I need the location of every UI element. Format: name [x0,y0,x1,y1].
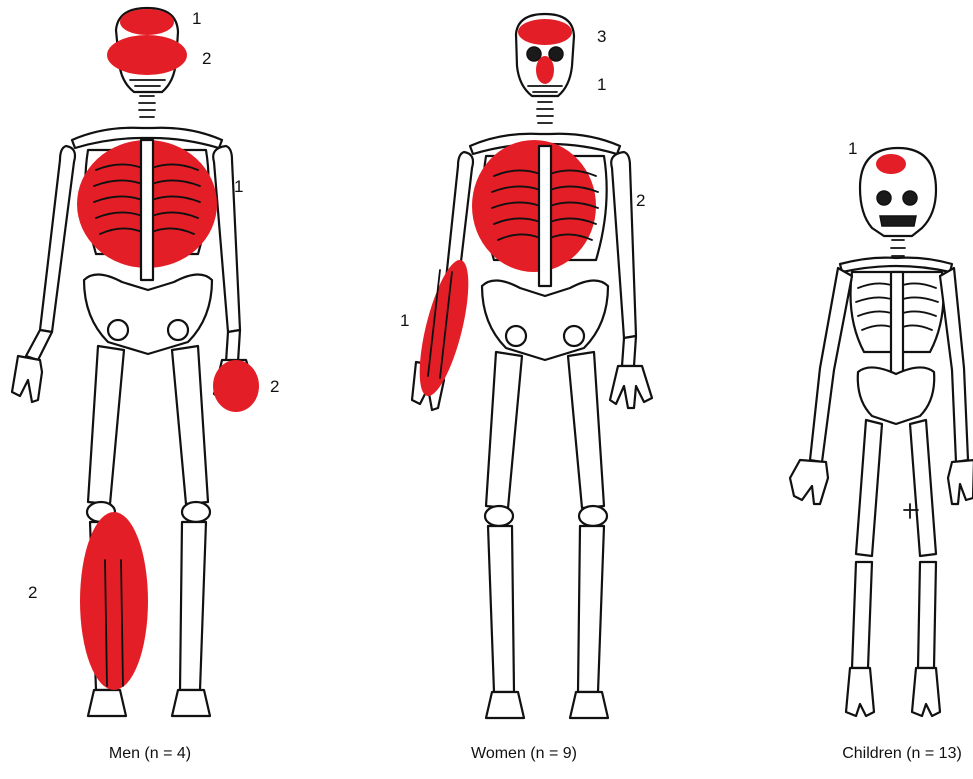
women-lesion-rib-cage [472,140,596,272]
children-lesion-skull-top [876,154,906,174]
women-count-nose: 1 [597,75,606,94]
children-caption: Children (n = 13) [842,745,962,762]
men-caption: Men (n = 4) [109,745,191,762]
men-count-left-hand: 2 [270,377,279,396]
men-count-skull-top: 1 [192,9,201,28]
women-count-rib-cage: 2 [636,191,645,210]
men-lesion-left-hand [213,360,259,412]
women-count-skull-top: 3 [597,27,606,46]
children-figure: 1 Children (n = 13) [790,139,973,762]
women-caption: Women (n = 9) [471,745,577,762]
men-count-face: 2 [202,49,211,68]
women-count-right-forearm: 1 [400,311,409,330]
men-count-right-lower-leg: 2 [28,583,37,602]
children-count-skull-top: 1 [848,139,857,158]
women-figure: 3 1 2 1 Women (n = 9) [400,14,652,762]
men-count-rib-cage: 1 [234,177,243,196]
women-lesion-skull-top [518,19,572,45]
men-lesion-right-lower-leg [80,512,148,690]
women-lesion-nose [536,56,554,84]
men-figure: 1 2 1 2 2 Men (n = 4) [12,8,279,762]
men-lesion-face [107,35,187,75]
men-lesion-skull-top [120,9,174,35]
women-lesion-right-forearm [410,256,479,401]
children-skeleton [790,148,973,716]
